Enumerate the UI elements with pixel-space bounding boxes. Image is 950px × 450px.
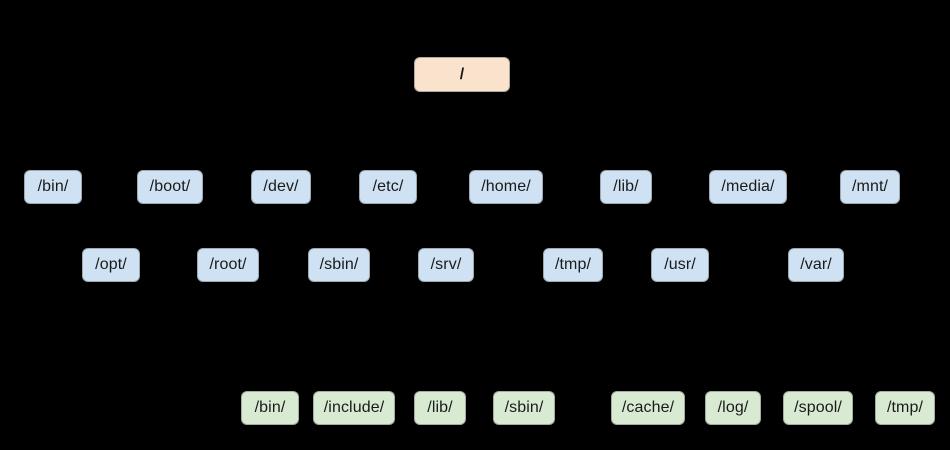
tree-node-label: /include/ [323,399,385,416]
tree-node-top-level-directory[interactable]: /bin/ [24,170,82,204]
tree-node-label: /srv/ [430,256,462,273]
tree-node-sub-directory[interactable]: /lib/ [414,391,466,425]
tree-node-label: /spool/ [794,399,842,416]
tree-node-label: /opt/ [95,256,127,273]
tree-node-top-level-directory[interactable]: /boot/ [137,170,203,204]
tree-node-label: /boot/ [149,178,191,195]
tree-node-label: /bin/ [37,178,69,195]
tree-node-top-level-directory[interactable]: /lib/ [600,170,652,204]
tree-node-label: /sbin/ [504,399,544,416]
tree-node-sub-directory[interactable]: /bin/ [241,391,299,425]
tree-node-top-level-directory[interactable]: /mnt/ [840,170,900,204]
tree-node-label: / [459,65,465,83]
tree-node-label: /mnt/ [851,178,889,195]
tree-node-label: /tmp/ [554,256,592,273]
tree-node-top-level-directory[interactable]: /sbin/ [308,248,370,282]
tree-node-root[interactable]: / [414,57,510,92]
tree-node-top-level-directory[interactable]: /media/ [709,170,787,204]
tree-node-sub-directory[interactable]: /cache/ [611,391,685,425]
tree-node-top-level-directory[interactable]: /dev/ [251,170,311,204]
tree-node-label: /etc/ [372,178,404,195]
tree-node-sub-directory[interactable]: /log/ [705,391,761,425]
tree-node-label: /home/ [481,178,531,195]
tree-node-label: /lib/ [613,178,639,195]
tree-node-label: /var/ [800,256,832,273]
tree-node-label: /usr/ [664,256,696,273]
tree-node-top-level-directory[interactable]: /home/ [469,170,543,204]
tree-node-top-level-directory[interactable]: /var/ [788,248,844,282]
tree-node-sub-directory[interactable]: /tmp/ [875,391,935,425]
tree-node-label: /dev/ [263,178,299,195]
tree-node-sub-directory[interactable]: /include/ [313,391,395,425]
tree-node-label: /root/ [209,256,247,273]
tree-node-top-level-directory[interactable]: /tmp/ [543,248,603,282]
tree-node-label: /lib/ [427,399,453,416]
tree-node-top-level-directory[interactable]: /root/ [197,248,259,282]
tree-node-sub-directory[interactable]: /spool/ [783,391,853,425]
tree-node-label: /sbin/ [319,256,359,273]
tree-node-sub-directory[interactable]: /sbin/ [493,391,555,425]
tree-node-label: /media/ [721,178,775,195]
tree-node-label: /log/ [717,399,749,416]
tree-node-top-level-directory[interactable]: /srv/ [418,248,474,282]
tree-node-top-level-directory[interactable]: /opt/ [82,248,140,282]
tree-node-label: /cache/ [621,399,675,416]
tree-node-label: /bin/ [254,399,286,416]
tree-node-top-level-directory[interactable]: /usr/ [651,248,709,282]
tree-node-top-level-directory[interactable]: /etc/ [359,170,417,204]
tree-node-label: /tmp/ [886,399,924,416]
